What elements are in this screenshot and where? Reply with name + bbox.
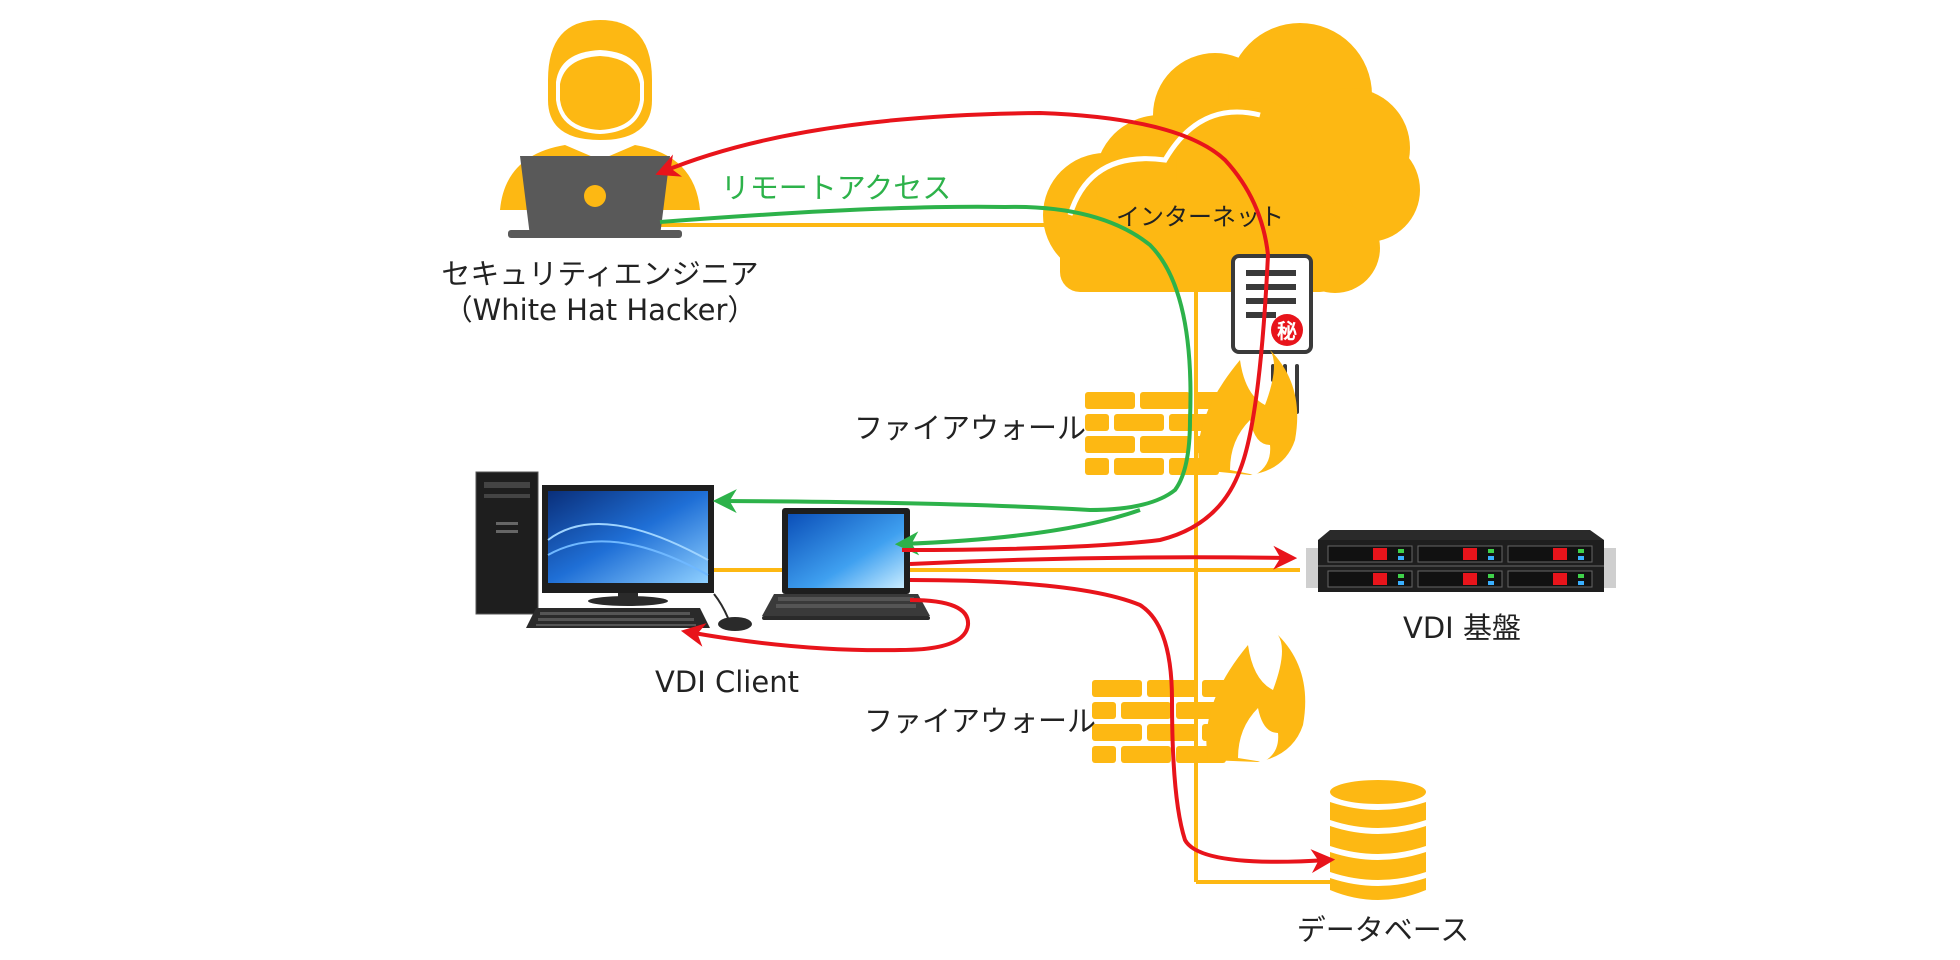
laptop-icon <box>762 508 930 620</box>
network-wiring <box>660 223 1330 884</box>
remote-access-path <box>659 204 1193 556</box>
secret-mark: 秘 <box>1277 319 1297 343</box>
cloud-icon <box>1043 23 1420 293</box>
firewall-top-label: ファイアウォール <box>854 411 1086 445</box>
firewall-icon-bottom <box>1092 635 1306 763</box>
secret-document-icon: 秘 <box>1231 254 1313 414</box>
firewall-bottom-label: ファイアウォール <box>864 704 1096 738</box>
attack-paths <box>655 110 1336 874</box>
server-rack-icon <box>1306 530 1616 592</box>
engineer-icon <box>500 20 700 238</box>
vdi-platform-label: VDI 基盤 <box>1403 611 1521 645</box>
cloud-outline <box>1067 109 1261 216</box>
vdi-client-label: VDI Client <box>655 665 799 699</box>
desktop-pc-icon <box>475 471 752 631</box>
engineer-sublabel: （White Hat Hacker） <box>444 293 757 327</box>
database-label: データベース <box>1297 913 1470 947</box>
engineer-label: セキュリティエンジニア <box>441 257 758 291</box>
database-icon <box>1330 780 1426 900</box>
remote-access-label: リモートアクセス <box>721 171 952 205</box>
firewall-icon-top <box>1085 350 1298 475</box>
